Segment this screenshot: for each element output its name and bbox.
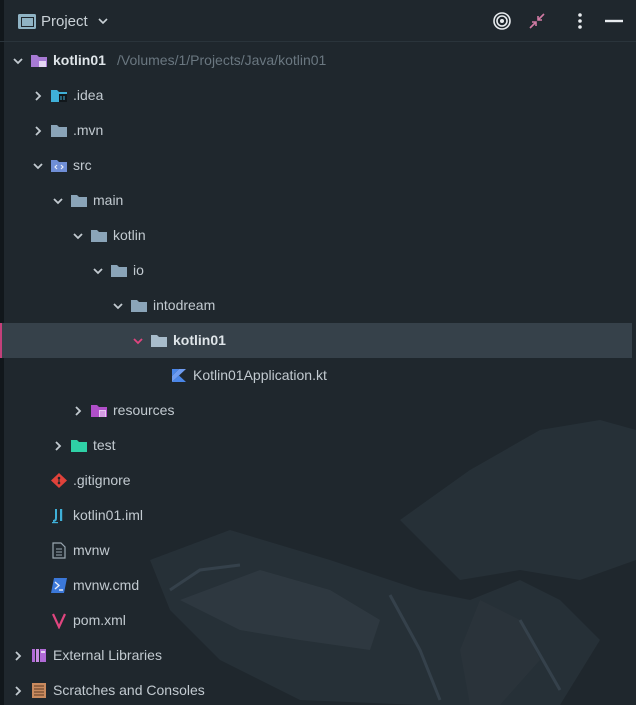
locate-target-icon[interactable] — [492, 11, 512, 31]
hide-panel-icon[interactable] — [604, 11, 624, 31]
iml-file-icon — [52, 509, 63, 524]
folder-icon — [51, 125, 67, 137]
tree-row-main[interactable]: main — [0, 183, 632, 218]
tree-item-label: mvnw.cmd — [73, 577, 140, 593]
tree-item-label: pom.xml — [73, 612, 126, 628]
tree-row-kotlin-file[interactable]: Kotlin01Application.kt — [0, 358, 632, 393]
chevron-down-icon[interactable] — [111, 299, 125, 313]
tree-item-label: .idea — [73, 87, 104, 103]
tree-item-label: test — [93, 437, 116, 453]
git-icon — [51, 473, 67, 488]
tree-row-kotlin01-package[interactable]: kotlin01 — [0, 323, 632, 358]
more-options-icon[interactable] — [570, 11, 590, 31]
tree-row-iml[interactable]: kotlin01.iml — [0, 498, 632, 533]
chevron-right-icon[interactable] — [31, 124, 45, 138]
folder-icon — [131, 300, 147, 312]
project-view-icon[interactable] — [17, 11, 37, 31]
tree-row-resources[interactable]: resources — [0, 393, 632, 428]
tree-item-label: External Libraries — [53, 647, 162, 663]
chevron-down-icon[interactable] — [91, 264, 105, 278]
chevron-down-icon[interactable] — [31, 159, 45, 173]
chevron-down-icon[interactable] — [96, 14, 110, 28]
tree-item-label: intodream — [153, 297, 216, 313]
kotlin-file-icon — [172, 369, 186, 382]
root-path: /Volumes/1/Projects/Java/kotlin01 — [117, 52, 327, 68]
tree-item-label: kotlin — [113, 227, 146, 243]
tree-row-mvn[interactable]: .mvn — [0, 113, 632, 148]
tree-item-label: kotlin01.iml — [73, 507, 144, 523]
libraries-icon — [32, 649, 46, 662]
tool-window-header: Project — [0, 0, 636, 42]
tree-row-kotlin[interactable]: kotlin — [0, 218, 632, 253]
source-folder-icon — [51, 160, 67, 172]
chevron-right-icon[interactable] — [11, 684, 25, 698]
tree-item-label: resources — [113, 402, 175, 418]
tree-row-mvnw-cmd[interactable]: mvnw.cmd — [0, 568, 632, 603]
maven-icon — [52, 613, 66, 629]
chevron-right-icon[interactable] — [51, 439, 65, 453]
collapse-all-icon[interactable] — [527, 11, 547, 31]
chevron-down-icon[interactable] — [131, 334, 145, 348]
folder-icon — [111, 265, 127, 277]
tree-row-external-libraries[interactable]: External Libraries — [0, 638, 632, 673]
tree-item-label: Kotlin01Application.kt — [193, 367, 327, 383]
tree-row-io[interactable]: io — [0, 253, 632, 288]
tree-item-label: src — [73, 157, 92, 173]
tree-item-label: Scratches and Consoles — [53, 682, 205, 698]
tree-row-scratches[interactable]: Scratches and Consoles — [0, 673, 632, 705]
tree-row-root[interactable]: kotlin01 /Volumes/1/Projects/Java/kotlin… — [0, 43, 632, 78]
tree-row-pom[interactable]: pom.xml — [0, 603, 632, 638]
folder-icon — [91, 230, 107, 242]
tree-row-gitignore[interactable]: .gitignore — [0, 463, 632, 498]
tree-item-label: .gitignore — [73, 472, 131, 488]
text-file-icon — [52, 542, 66, 559]
module-folder-icon — [31, 55, 47, 67]
root-label: kotlin01 — [53, 52, 106, 68]
test-folder-icon — [71, 440, 87, 452]
chevron-down-icon[interactable] — [51, 194, 65, 208]
chevron-down-icon[interactable] — [11, 54, 25, 68]
tree-item-label: mvnw — [73, 542, 110, 558]
tree-item-label: io — [133, 262, 144, 278]
tree-item-label: .mvn — [73, 122, 104, 138]
chevron-down-icon[interactable] — [71, 229, 85, 243]
idea-folder-icon — [51, 90, 67, 102]
folder-icon — [71, 195, 87, 207]
project-view-title[interactable]: Project — [41, 13, 88, 30]
tree-row-test[interactable]: test — [0, 428, 632, 463]
chevron-right-icon[interactable] — [71, 404, 85, 418]
tree-item-label: kotlin01 — [173, 332, 226, 348]
folder-icon — [151, 335, 167, 347]
cmd-file-icon — [51, 578, 67, 593]
tree-row-intodream[interactable]: intodream — [0, 288, 632, 323]
tree-row-src[interactable]: src — [0, 148, 632, 183]
tree-row-mvnw[interactable]: mvnw — [0, 533, 632, 568]
chevron-right-icon[interactable] — [11, 649, 25, 663]
chevron-right-icon[interactable] — [31, 89, 45, 103]
tree-row-idea[interactable]: .idea — [0, 78, 632, 113]
resources-folder-icon — [91, 405, 107, 417]
tree-item-label: main — [93, 192, 124, 208]
scratches-icon — [32, 683, 46, 698]
